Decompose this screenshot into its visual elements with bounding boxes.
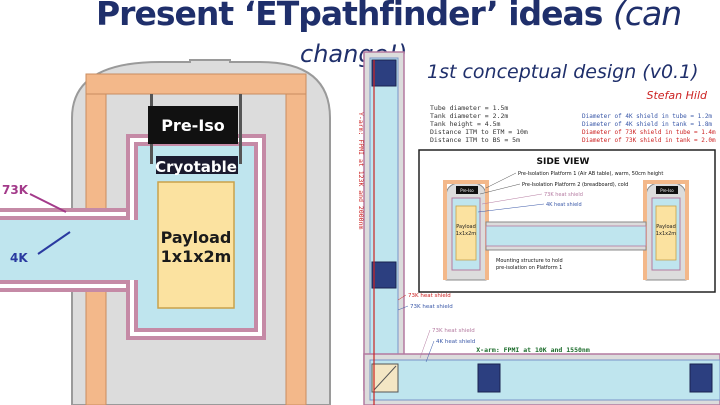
author-name: Stefan Hild <box>646 89 708 102</box>
spec-left-3: Distance ITM to ETM = 10m <box>430 128 528 136</box>
cryotable <box>156 156 238 174</box>
copper-post-right <box>285 73 307 405</box>
side-view-tube-shield <box>485 225 647 247</box>
specs-left: Tube diameter = 1.5m Tank diameter = 2.2… <box>430 104 528 144</box>
side-preiso-right: Pre-Iso <box>660 188 674 193</box>
side-view-left-tank: Pre-Iso Payload 1x1x2m <box>443 180 489 281</box>
payload-label-2: 1x1x2m <box>161 247 232 266</box>
x-tank-middle <box>477 363 501 393</box>
spec-left-1: Tank diameter = 2.2m <box>430 112 508 120</box>
spec-left-4: Distance ITM to BS = 5m <box>430 136 520 144</box>
spec-right-0: Diameter of 4K shield in tube = 1.2m <box>582 113 712 120</box>
spec-left-2: Tank height = 4.5m <box>430 120 501 128</box>
payload-box <box>157 181 235 309</box>
shield-note-bottom-0: 73K heat shield <box>432 328 475 334</box>
cryotable-label: Cryotable <box>155 158 237 176</box>
label-73k: 73K <box>2 183 29 197</box>
mounting-note-2: pre-isolation on Platform 1 <box>496 265 562 271</box>
x-arm-label: X-arm: FPMI at 10K and 1550nm <box>476 346 590 354</box>
x-tank-end <box>689 363 713 393</box>
y-tank-top <box>371 59 397 87</box>
side-payload-left: Payload <box>456 224 476 230</box>
x-arm-shield <box>369 359 720 401</box>
side-preiso-left: Pre-Iso <box>460 188 474 193</box>
leader-4k <box>37 231 71 255</box>
spec-right-3: Diameter of 73K shield in tank = 2.0m <box>582 137 716 144</box>
payload-label-1: Payload <box>161 228 232 247</box>
side-note-1: Pre-Isolation Platform 2 (breadboard), c… <box>522 182 628 188</box>
slide-title: Present ‘ETpathfinder’ ideas (can <box>96 0 682 33</box>
spec-left-0: Tube diameter = 1.5m <box>430 104 508 112</box>
copper-crossbar <box>85 73 307 95</box>
pre-iso-label: Pre-Iso <box>161 116 225 135</box>
side-view-title: SIDE VIEW <box>537 157 590 167</box>
side-note-2: 73K heat shield <box>544 192 583 198</box>
design-heading: 1st conceptual design (v0.1) <box>427 61 699 83</box>
slide-title-tail: (can <box>612 0 682 33</box>
spec-right-2: Diameter of 73K shield in tube = 1.4m <box>582 129 716 136</box>
beam-splitter-mark <box>373 365 397 391</box>
label-4k: 4K <box>10 251 28 265</box>
right-design-diagram: Y-arm: FPMI at 123K and 2000nm 1st conce… <box>357 51 720 405</box>
slide-title-main: Present ‘ETpathfinder’ ideas <box>96 0 603 33</box>
tube-junction <box>120 220 142 280</box>
y-arm-label: Y-arm: FPMI at 123K and 2000nm <box>357 112 365 229</box>
suspension-rod-right <box>239 94 242 164</box>
specs-right: Diameter of 4K shield in tube = 1.2m Dia… <box>582 113 716 144</box>
side-note-3: 4K heat shield <box>546 202 582 208</box>
design-heading-text: 1st conceptual design (v0.1) <box>427 61 699 83</box>
side-payload-right: Payload <box>656 224 676 230</box>
spec-right-1: Diameter of 4K shield in tank = 1.8m <box>582 121 712 128</box>
side-note-0: Pre-Isolation Platform 1 (Air AB table),… <box>518 171 663 177</box>
shield-note-top-1: 73K heat shield <box>410 304 453 310</box>
mounting-note-1: Mounting structure to hold <box>496 258 563 264</box>
y-tank-middle <box>371 261 397 289</box>
leader-73k <box>29 193 67 213</box>
y-arm-shield <box>369 57 399 385</box>
side-payload-size-left: 1x1x2m <box>456 231 476 237</box>
shield-note-bottom-1: 4K heat shield <box>436 339 475 345</box>
shield-note-top-0: 73K heat shield <box>408 293 451 299</box>
side-view-right-tank: Pre-Iso Payload 1x1x2m <box>643 180 689 281</box>
pre-iso-box <box>148 106 238 144</box>
left-cryostat-diagram: Pre-Iso Cryotable Payload 1x1x2m 73K 4K <box>0 59 331 405</box>
side-payload-size-right: 1x1x2m <box>656 231 676 237</box>
